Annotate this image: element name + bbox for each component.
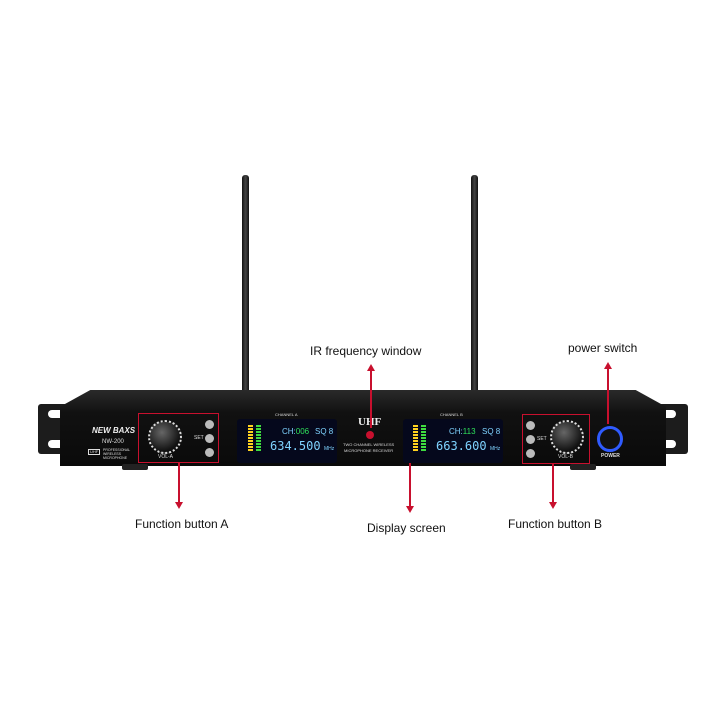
brand-logo: NEW BAXS — [92, 426, 136, 435]
vol-b-label: VOL-B — [558, 454, 574, 460]
channel-a-ch: CH:006 — [282, 427, 310, 436]
arrow-head-icon — [549, 502, 557, 509]
function-b-highlight — [522, 414, 590, 464]
foot-left — [122, 464, 148, 470]
channel-a-frequency: 634.500 — [270, 439, 321, 453]
channel-a-unit: MHz — [324, 446, 335, 452]
ir-window-pointer — [370, 368, 372, 428]
down-button-a[interactable] — [205, 448, 214, 457]
display-screen-annotation: Display screen — [367, 521, 446, 535]
channel-b-label: CHANNEL B — [440, 412, 463, 417]
volume-knob-a[interactable] — [148, 420, 182, 454]
center-uhf-logo: UHF — [358, 417, 381, 428]
level-meter-a1 — [248, 425, 253, 451]
center-text-1: TWO CHANNEL WIRELESS — [343, 442, 395, 447]
display-screen-a — [237, 419, 337, 463]
function-b-pointer — [552, 463, 554, 503]
channel-b-sq: SQ 8 — [482, 427, 501, 436]
up-button-a[interactable] — [205, 420, 214, 429]
set-button-b[interactable] — [526, 435, 535, 444]
set-label-a: SET — [194, 435, 204, 441]
level-meter-b2 — [421, 425, 426, 451]
function-a-annotation: Function button A — [135, 517, 229, 531]
channel-a-sq: SQ 8 — [315, 427, 334, 436]
uhf-badge: UHF — [88, 449, 101, 455]
antenna-left — [242, 175, 249, 395]
set-button-a[interactable] — [205, 434, 214, 443]
center-text-2: MICROPHONE RECEIVER — [344, 448, 394, 453]
channel-b-frequency: 663.600 — [436, 439, 487, 453]
display-screen-b — [403, 419, 503, 463]
antenna-right — [471, 175, 478, 395]
function-b-annotation: Function button B — [508, 517, 603, 531]
level-meter-a2 — [256, 425, 261, 451]
foot-right — [570, 464, 596, 470]
ir-window — [366, 431, 374, 439]
channel-b-unit: MHz — [490, 446, 501, 452]
power-switch-pointer — [607, 366, 609, 424]
power-button[interactable] — [597, 426, 623, 452]
vol-a-label: VOL-A — [158, 454, 174, 460]
arrow-head-icon — [406, 506, 414, 513]
display-screen-pointer — [409, 463, 411, 507]
function-a-pointer — [178, 463, 180, 503]
arrow-head-icon — [604, 362, 612, 369]
power-label: POWER — [601, 453, 620, 459]
level-meter-b1 — [413, 425, 418, 451]
down-button-b[interactable] — [526, 449, 535, 458]
volume-knob-b[interactable] — [550, 420, 584, 454]
arrow-head-icon — [175, 502, 183, 509]
up-button-b[interactable] — [526, 421, 535, 430]
power-switch-annotation: power switch — [568, 341, 638, 355]
ir-window-annotation: IR frequency window — [310, 344, 422, 358]
badge-text: PROFESSIONAL WIRELESS MICROPHONE — [103, 448, 131, 460]
arrow-head-icon — [367, 364, 375, 371]
set-label-b: SET — [537, 436, 547, 442]
channel-b-ch: CH:113 — [449, 427, 476, 436]
channel-a-label: CHANNEL A — [275, 412, 298, 417]
model-label: NW-200 — [102, 439, 124, 445]
function-a-highlight — [138, 413, 219, 463]
